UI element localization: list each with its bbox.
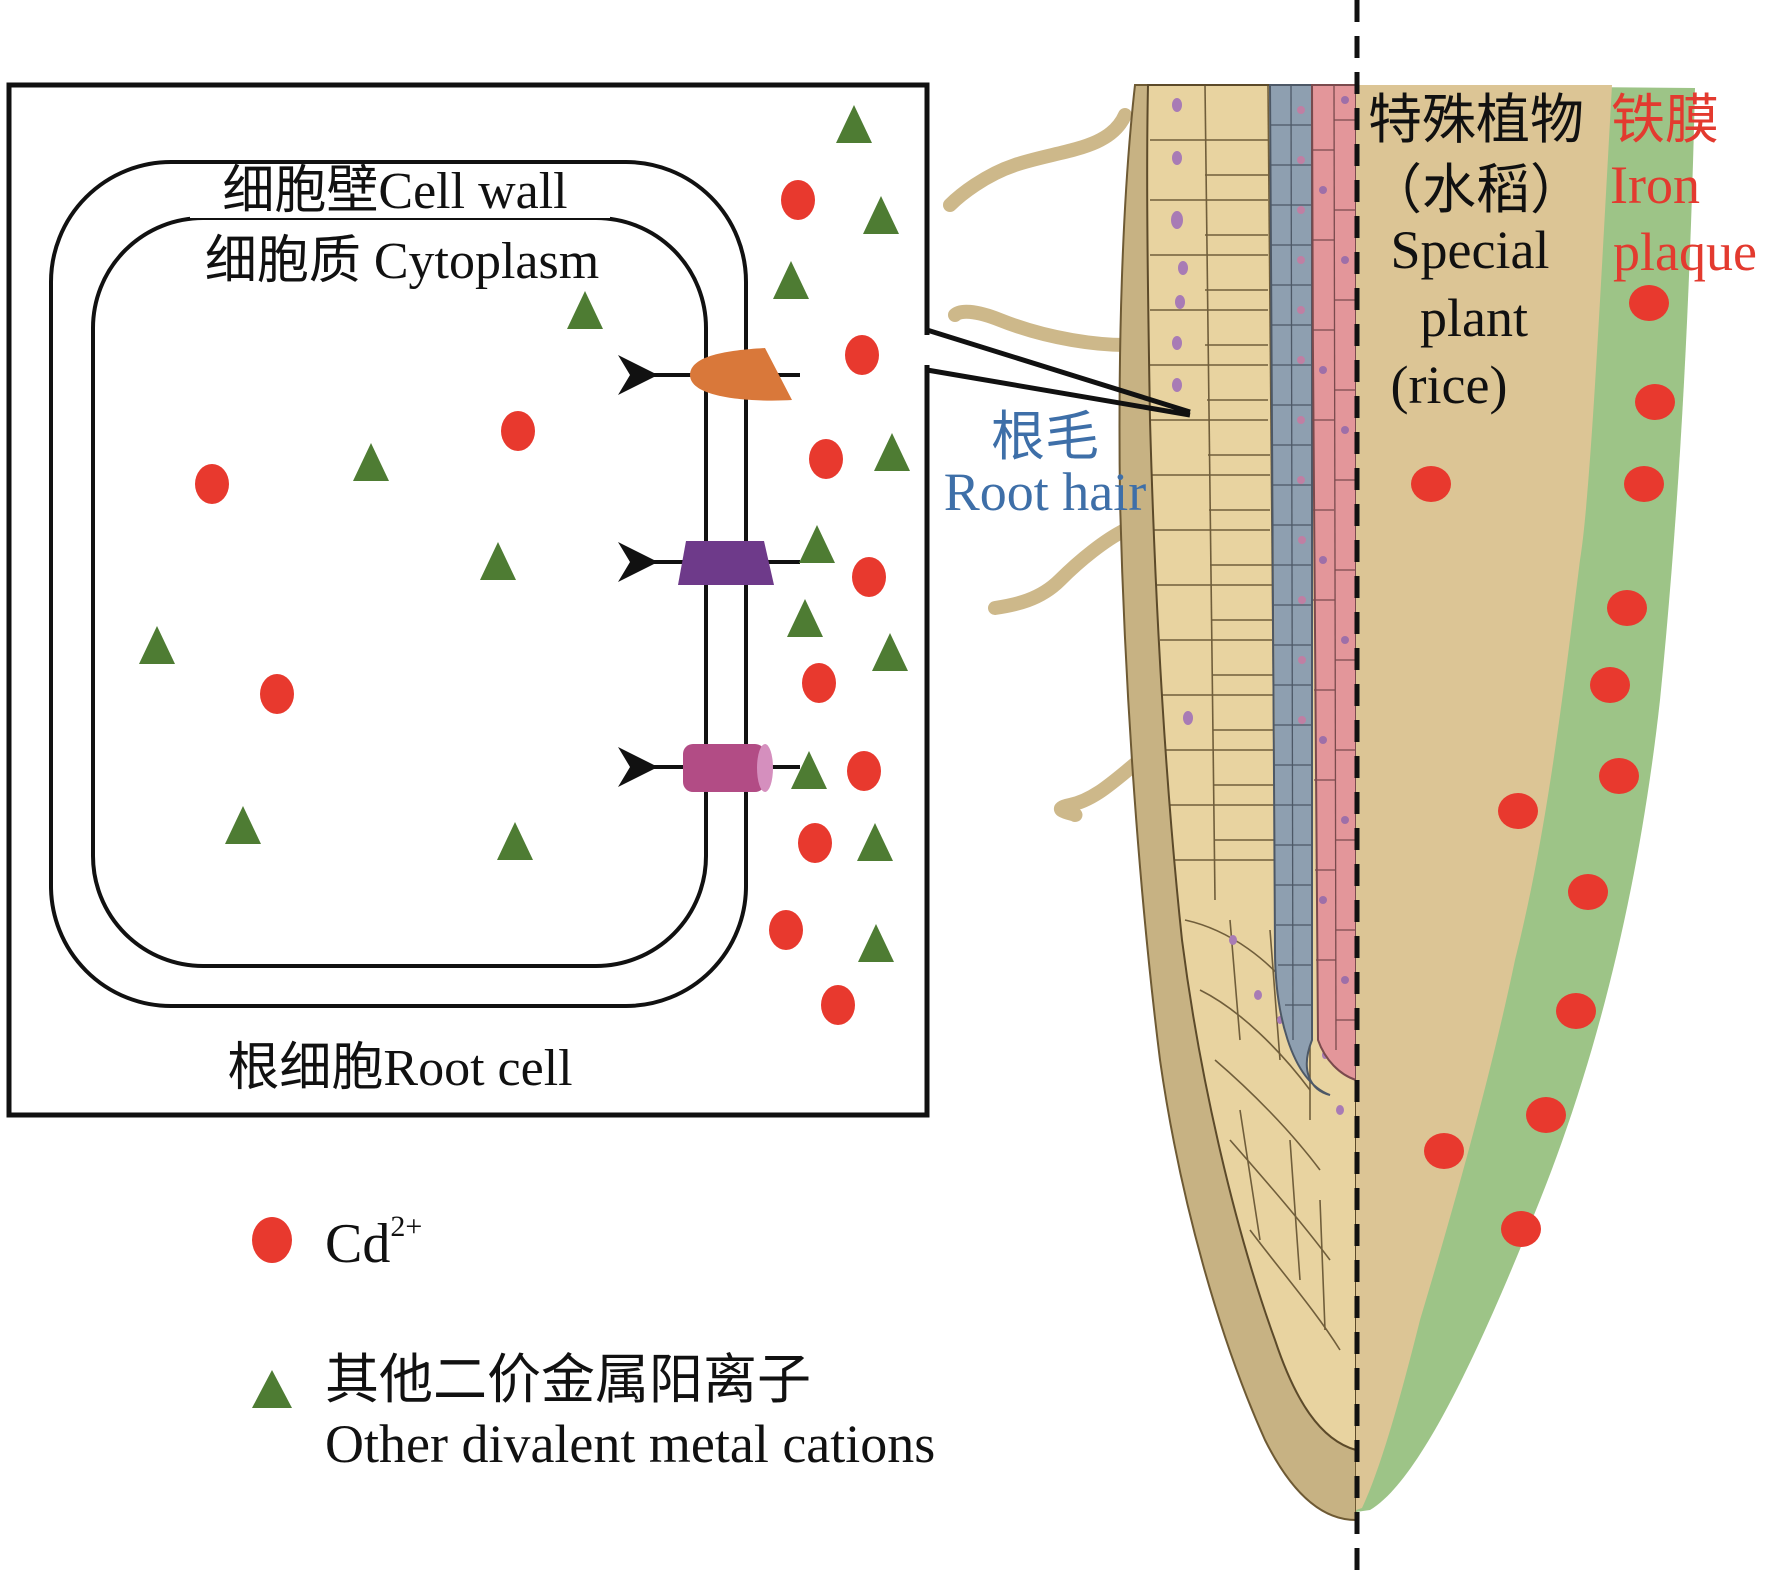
cd-ion: [1498, 793, 1538, 829]
cd-ion: [1624, 466, 1664, 502]
iron-plaque-line: Iron: [1610, 155, 1700, 215]
cd-ion: [845, 335, 879, 375]
cd-ion: [1629, 285, 1669, 321]
cd-ion: [1590, 667, 1630, 703]
other-cation: [836, 105, 872, 143]
special-plant-label: 特殊植物 （水稻） Special plant (rice): [1368, 90, 1584, 415]
cd-ion: [195, 464, 229, 504]
cd-ion: [852, 557, 886, 597]
root-stele-blue: [1268, 84, 1331, 1096]
cd-ion: [260, 674, 294, 714]
root-hairs: [943, 108, 1147, 822]
other-cation: [480, 542, 516, 580]
cd-ion: [1635, 384, 1675, 420]
legend-other-label-cn: 其他二价金属阳离子: [325, 1350, 811, 1410]
stele-blue-nuclei: [1297, 106, 1306, 724]
cd-ion: [1411, 466, 1451, 502]
other-cation: [787, 599, 823, 637]
root-hair-label-cn: 根毛: [991, 407, 1099, 467]
other-cation: [353, 443, 389, 481]
cd-ion: [769, 910, 803, 950]
iron-plaque-line: 铁膜: [1611, 90, 1719, 150]
other-cation: [773, 261, 809, 299]
special-plant-line: plant: [1420, 288, 1528, 348]
root-hair: [988, 523, 1132, 615]
cd-ion: [809, 439, 843, 479]
transporter-orange: [618, 348, 800, 401]
other-cation: [497, 822, 533, 860]
legend-other-icon: [252, 1370, 292, 1408]
root-hair-label-en: Root hair: [944, 462, 1146, 522]
cd-ion: [1556, 993, 1596, 1029]
cd-ion: [1599, 758, 1639, 794]
transporter-pink-cylinder: [618, 744, 800, 792]
other-cation: [567, 291, 603, 329]
other-cation: [139, 626, 175, 664]
cd-ion: [847, 751, 881, 791]
cd-ion: [501, 411, 535, 451]
cd-ion: [1568, 874, 1608, 910]
other-cation: [799, 525, 835, 563]
iron-plaque-line: plaque: [1613, 222, 1757, 282]
callout-line: [926, 327, 1191, 418]
cytoplasm-label: 细胞质 Cytoplasm: [205, 233, 599, 290]
root-hair: [948, 304, 1132, 352]
cell-wall-label: 细胞壁Cell wall: [222, 163, 567, 220]
other-cation: [874, 433, 910, 471]
cd-ion: [1607, 590, 1647, 626]
root-cell-label: 根细胞Root cell: [227, 1040, 572, 1097]
special-plant-line: （水稻）: [1368, 160, 1584, 220]
legend: Cd2+ 其他二价金属阳离子 Other divalent metal cati…: [252, 1210, 935, 1474]
rice-root-tissue: [1356, 85, 1612, 1510]
special-plant-line: (rice): [1391, 355, 1508, 415]
legend-other-label-en: Other divalent metal cations: [325, 1414, 935, 1474]
root-hair: [943, 108, 1132, 212]
cd-ion: [802, 663, 836, 703]
other-cation: [858, 924, 894, 962]
cd-ion: [1501, 1211, 1541, 1247]
cd-ion: [798, 823, 832, 863]
legend-cd-icon: [252, 1217, 292, 1263]
special-plant-line: 特殊植物: [1368, 90, 1584, 150]
stele-pink-nuclei: [1319, 96, 1349, 984]
other-cation: [863, 196, 899, 234]
cell-nuclei: [1171, 98, 1344, 1115]
cortex-cells: [1150, 84, 1341, 1351]
cd-ion: [781, 180, 815, 220]
stele-pink-cells: [1312, 84, 1356, 1051]
other-cation: [225, 806, 261, 844]
root-illustration: [943, 0, 1695, 1574]
other-cation: [857, 823, 893, 861]
special-plant-line: Special: [1391, 220, 1550, 280]
other-cation: [872, 633, 908, 671]
ion-particles: [139, 105, 1675, 1247]
root-hair: [1054, 753, 1147, 822]
transporter-purple: [618, 541, 800, 585]
root-stele-pink: [1310, 84, 1357, 1082]
stele-blue-cells: [1270, 84, 1312, 1041]
cd-ion: [1526, 1097, 1566, 1133]
legend-cd-label: Cd2+: [325, 1210, 422, 1275]
cd-ion: [821, 985, 855, 1025]
cd-ion: [1424, 1133, 1464, 1169]
iron-plaque-label: 铁膜 Iron plaque: [1610, 90, 1757, 282]
other-cation: [791, 751, 827, 789]
